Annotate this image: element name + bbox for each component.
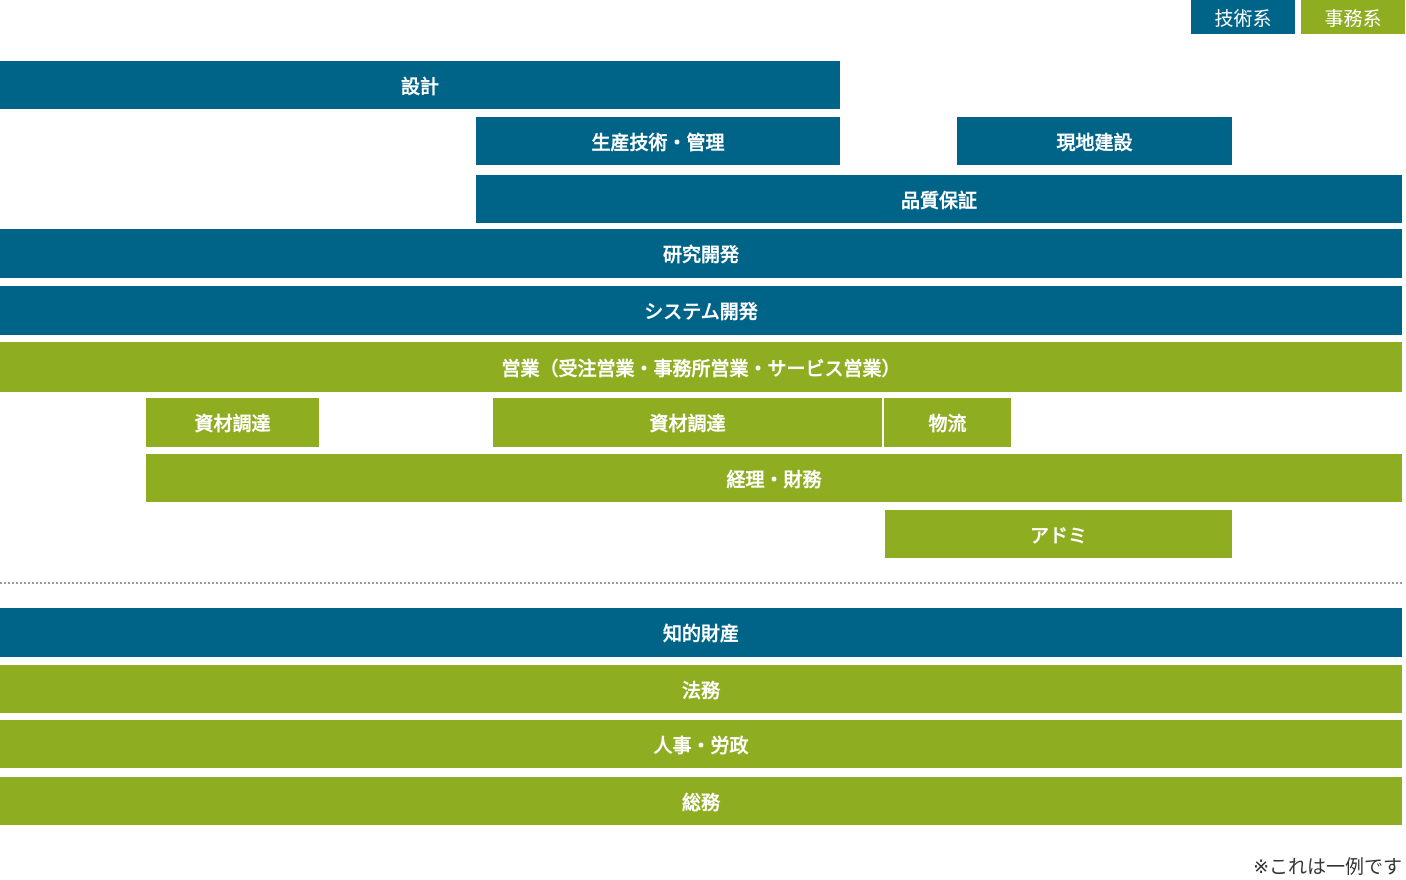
- dotted-divider: [0, 582, 1402, 584]
- bar-design: 設計: [0, 61, 840, 109]
- bar-quality-assurance: 品質保証: [476, 175, 1402, 223]
- bar-intellectual-property: 知的財産: [0, 608, 1402, 657]
- bar-legal: 法務: [0, 665, 1402, 713]
- bar-accounting-finance: 経理・財務: [146, 454, 1402, 502]
- bar-site-construction: 現地建設: [957, 117, 1232, 165]
- legend-admin: 事務系: [1301, 0, 1405, 34]
- example-note: ※これは一例です: [1253, 856, 1402, 878]
- bar-procurement-2: 資材調達: [493, 398, 882, 447]
- legend-tech: 技術系: [1191, 0, 1295, 34]
- bar-procurement-1: 資材調達: [146, 398, 319, 447]
- bar-general-affairs: 総務: [0, 777, 1402, 825]
- bar-admin: アドミ: [885, 510, 1232, 558]
- bar-production-engineering: 生産技術・管理: [476, 117, 840, 165]
- bar-system-development: システム開発: [0, 286, 1402, 335]
- bar-sales: 営業（受注営業・事務所営業・サービス営業）: [0, 342, 1402, 392]
- bar-logistics: 物流: [884, 398, 1011, 447]
- bar-research-development: 研究開発: [0, 229, 1402, 278]
- bar-hr-labor: 人事・労政: [0, 720, 1402, 768]
